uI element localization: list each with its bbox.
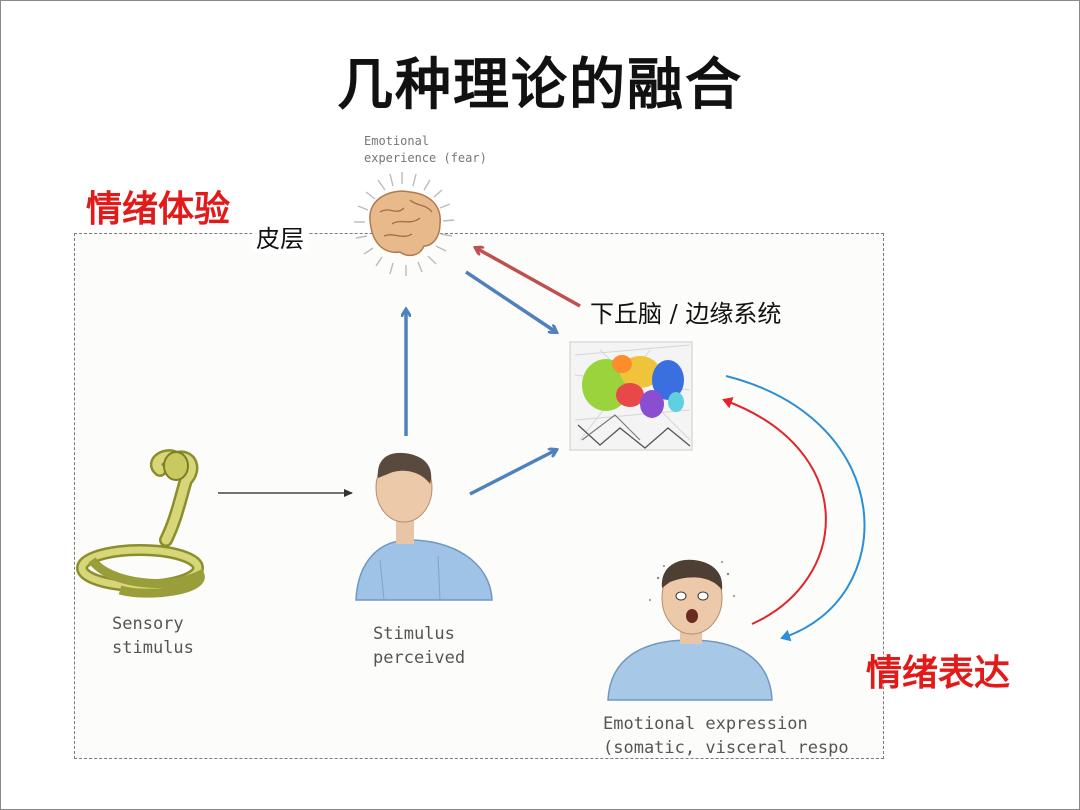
cortex-label: 皮层 xyxy=(252,219,308,254)
expression-to-limbic-curve xyxy=(722,397,827,625)
emotional-expression-label: 情绪表达 xyxy=(866,652,1011,694)
snake-icon xyxy=(76,449,205,598)
limbic-to-cortex-arrow xyxy=(476,248,581,308)
limbic-system-icon xyxy=(569,341,693,451)
brain-icon xyxy=(354,172,455,276)
expression-label: Emotional expression (somatic, visceral … xyxy=(603,714,849,758)
experience-en-label: Emotional experience (fear) xyxy=(364,134,487,165)
hypothalamus-limbic-label: 下丘脑 / 边缘系统 xyxy=(590,300,782,328)
person-perceiving-icon xyxy=(355,452,493,601)
person-expressing-fear-icon xyxy=(607,559,773,701)
limbic-to-expression-curve xyxy=(725,375,866,642)
stimulus-label: Sensory stimulus xyxy=(112,614,194,658)
slide-title: 几种理论的融合 xyxy=(337,52,743,118)
cortex-to-limbic-arrow xyxy=(465,270,556,332)
emotional-experience-label: 情绪体验 xyxy=(86,188,231,230)
perceived-label: Stimulus perceived xyxy=(373,624,466,668)
perception-to-limbic-arrow xyxy=(469,450,556,496)
